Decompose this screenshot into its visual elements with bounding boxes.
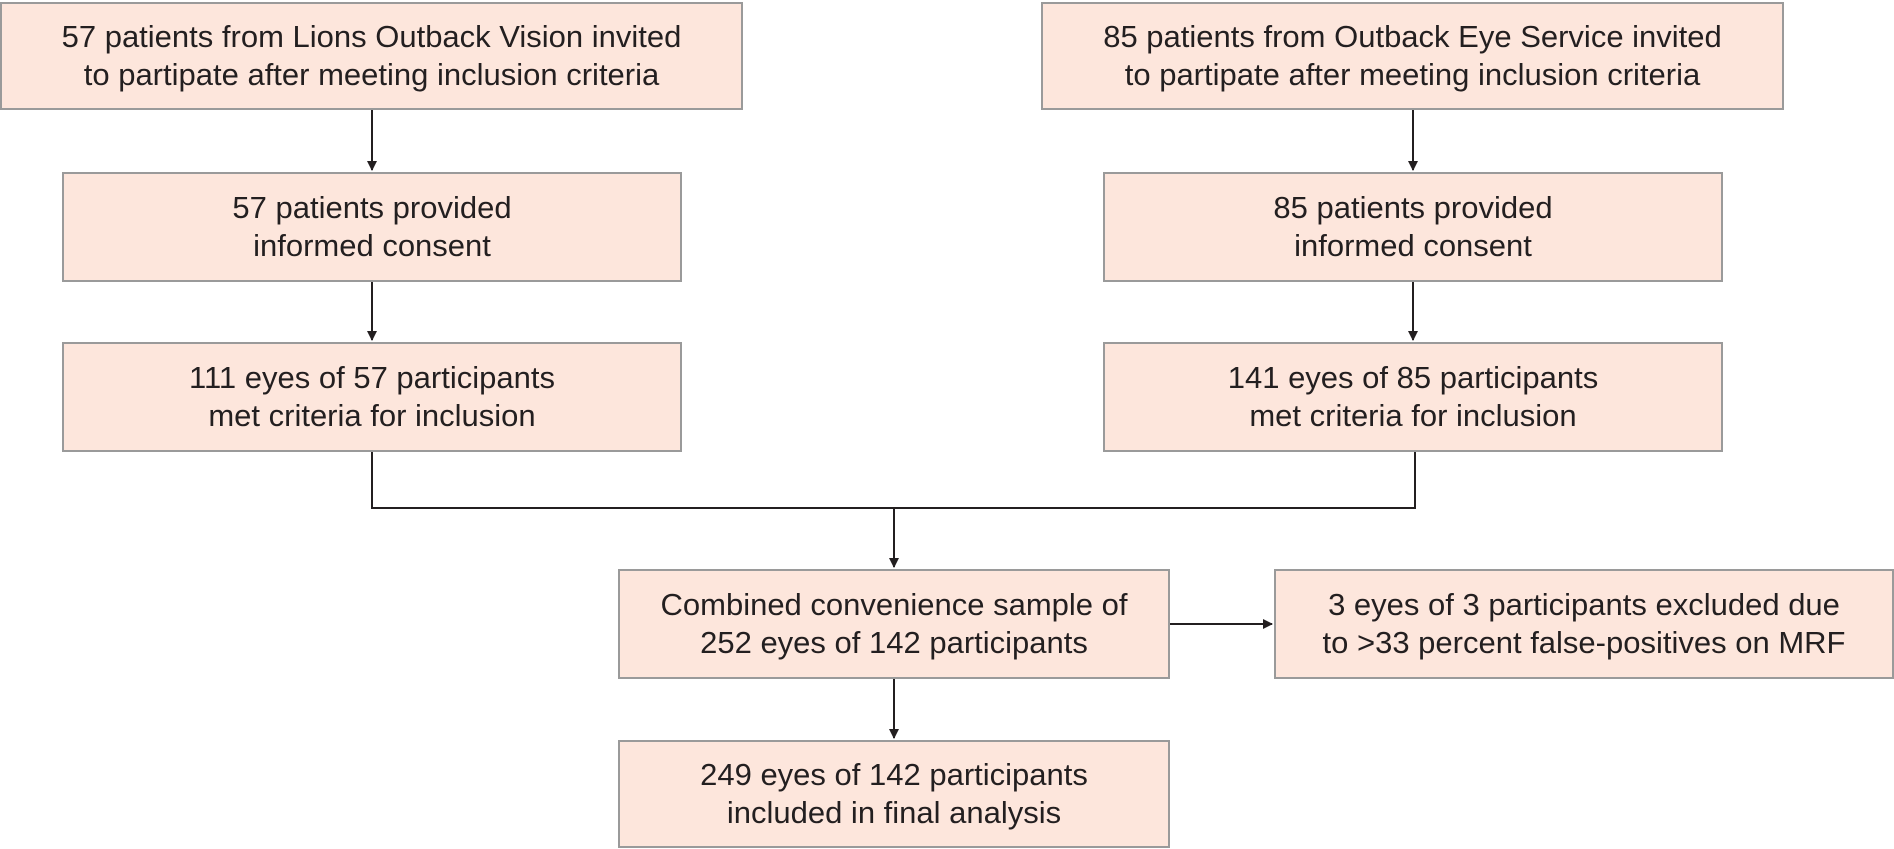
box-lov-invited-line1: 57 patients from Lions Outback Vision in…	[61, 19, 682, 54]
box-lov-consent-line2: informed consent	[253, 228, 491, 263]
box-lov-eyes-line1: 111 eyes of 57 participants	[189, 360, 555, 395]
box-final-line1: 249 eyes of 142 participants	[700, 757, 1088, 792]
box-oes-consent: 85 patients provided informed consent	[1103, 172, 1723, 282]
box-oes-consent-line2: informed consent	[1294, 228, 1532, 263]
box-lov-eyes: 111 eyes of 57 participants met criteria…	[62, 342, 682, 452]
box-excluded: 3 eyes of 3 participants excluded due to…	[1274, 569, 1894, 679]
box-oes-eyes: 141 eyes of 85 participants met criteria…	[1103, 342, 1723, 452]
box-lov-invited: 57 patients from Lions Outback Vision in…	[0, 2, 743, 110]
merge-connector	[371, 452, 1416, 509]
box-lov-eyes-line2: met criteria for inclusion	[208, 398, 536, 433]
box-combined-line1: Combined convenience sample of	[660, 587, 1128, 622]
box-final-line2: included in final analysis	[726, 795, 1062, 830]
box-oes-invited-line2: to partipate after meeting inclusion cri…	[1124, 57, 1701, 92]
box-excluded-line1: 3 eyes of 3 participants excluded due	[1328, 587, 1840, 622]
box-lov-consent: 57 patients provided informed consent	[62, 172, 682, 282]
box-final: 249 eyes of 142 participants included in…	[618, 740, 1170, 848]
box-oes-invited: 85 patients from Outback Eye Service inv…	[1041, 2, 1784, 110]
box-oes-consent-line1: 85 patients provided	[1273, 190, 1553, 225]
box-excluded-line2: to >33 percent false-positives on MRF	[1322, 625, 1846, 660]
box-oes-eyes-line2: met criteria for inclusion	[1249, 398, 1577, 433]
box-combined: Combined convenience sample of 252 eyes …	[618, 569, 1170, 679]
box-oes-eyes-line1: 141 eyes of 85 participants	[1227, 360, 1599, 395]
box-lov-invited-line2: to partipate after meeting inclusion cri…	[83, 57, 660, 92]
box-lov-consent-line1: 57 patients provided	[232, 190, 512, 225]
box-oes-invited-line1: 85 patients from Outback Eye Service inv…	[1103, 19, 1722, 54]
box-combined-line2: 252 eyes of 142 participants	[700, 625, 1088, 660]
